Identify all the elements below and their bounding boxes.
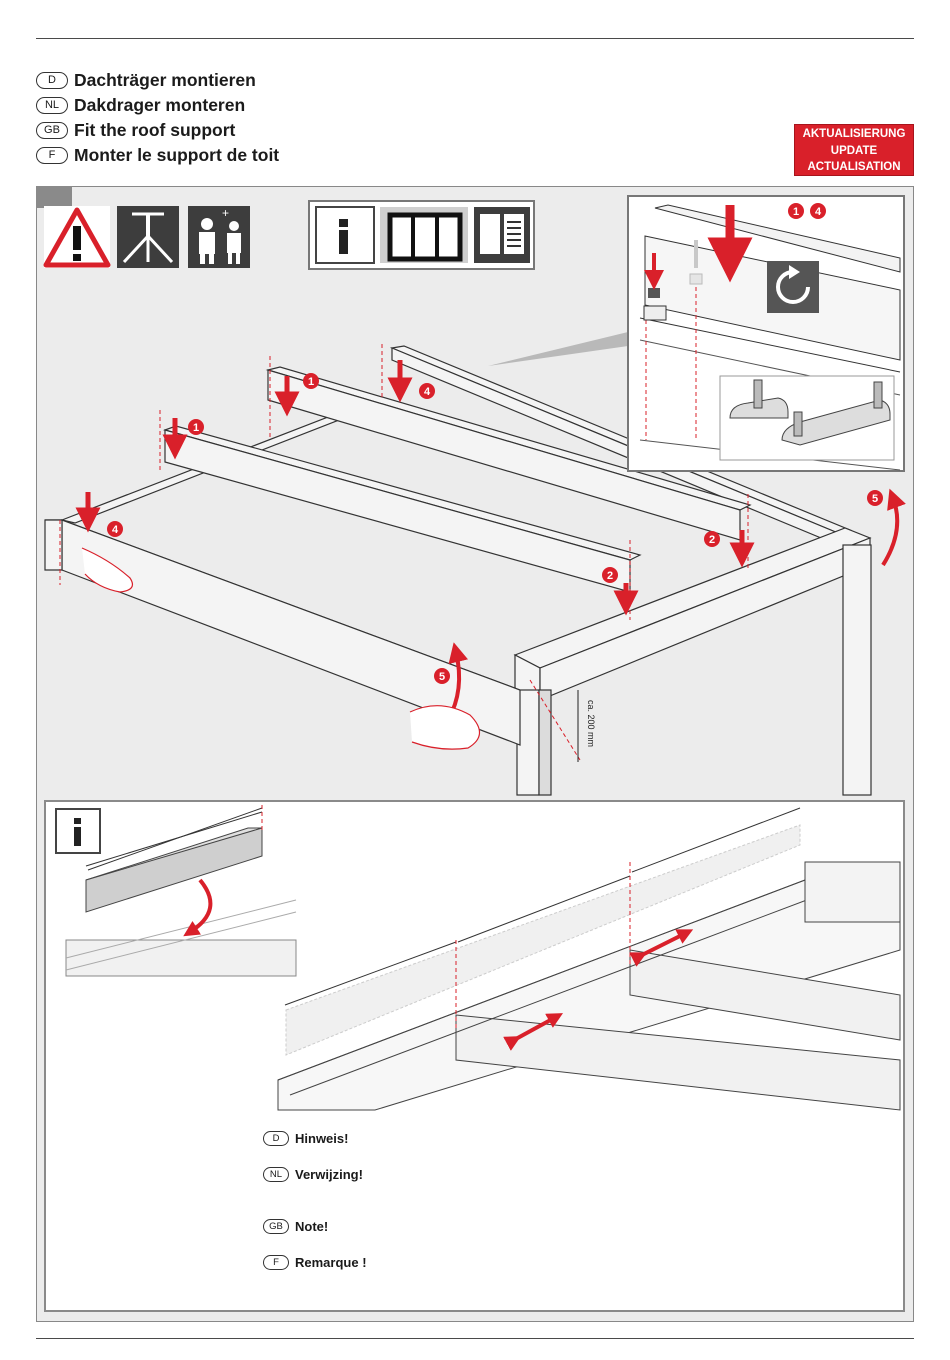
two-workers-icon: + — [188, 206, 250, 268]
step-marker: 2 — [602, 567, 618, 583]
step-marker: 4 — [107, 521, 123, 537]
note-box — [44, 800, 905, 1312]
svg-text:4: 4 — [815, 206, 822, 218]
svg-text:2: 2 — [709, 534, 715, 546]
svg-text:1: 1 — [308, 376, 314, 388]
note-label: Hinweis! — [295, 1131, 348, 1146]
svg-text:1: 1 — [793, 206, 799, 218]
rotate-arrow — [883, 498, 897, 565]
svg-text:2: 2 — [607, 570, 613, 582]
note-row-nl: NL Verwijzing! — [263, 1167, 363, 1182]
lang-badge: GB — [263, 1219, 289, 1234]
svg-text:5: 5 — [439, 671, 445, 683]
svg-text:+: + — [222, 206, 229, 220]
svg-text:5: 5 — [872, 493, 878, 505]
svg-text:1: 1 — [193, 422, 199, 434]
step-marker: 1 — [188, 419, 204, 435]
step-marker: 1 — [303, 373, 319, 389]
lang-badge: D — [263, 1131, 289, 1146]
bottom-rule — [36, 1338, 914, 1339]
lang-badge: NL — [263, 1167, 289, 1182]
svg-text:4: 4 — [112, 524, 119, 536]
inset-marker: 1 — [788, 203, 804, 219]
note-label: Note! — [295, 1219, 328, 1234]
note-row-f: F Remarque ! — [263, 1255, 367, 1270]
step-marker: 5 — [434, 668, 450, 684]
assembly-illustration: + — [0, 0, 950, 800]
step-marker: 4 — [419, 383, 435, 399]
dimension-label: ca. 200 mm — [586, 700, 596, 747]
note-row-gb: GB Note! — [263, 1219, 328, 1234]
note-label: Remarque ! — [295, 1255, 367, 1270]
svg-text:4: 4 — [424, 386, 431, 398]
clip-detail — [720, 376, 894, 460]
lang-badge: F — [263, 1255, 289, 1270]
inset-marker: 4 — [810, 203, 826, 219]
rotate-icon — [767, 261, 819, 313]
frame-icon — [380, 207, 468, 263]
warning-icon — [44, 206, 110, 268]
step-marker: 2 — [704, 531, 720, 547]
step-marker: 5 — [867, 490, 883, 506]
lifting-stand-icon — [117, 206, 179, 268]
note-label: Verwijzing! — [295, 1167, 363, 1182]
note-row-d: D Hinweis! — [263, 1131, 348, 1146]
inset-pointer — [488, 332, 628, 366]
manual-icon — [474, 207, 530, 263]
